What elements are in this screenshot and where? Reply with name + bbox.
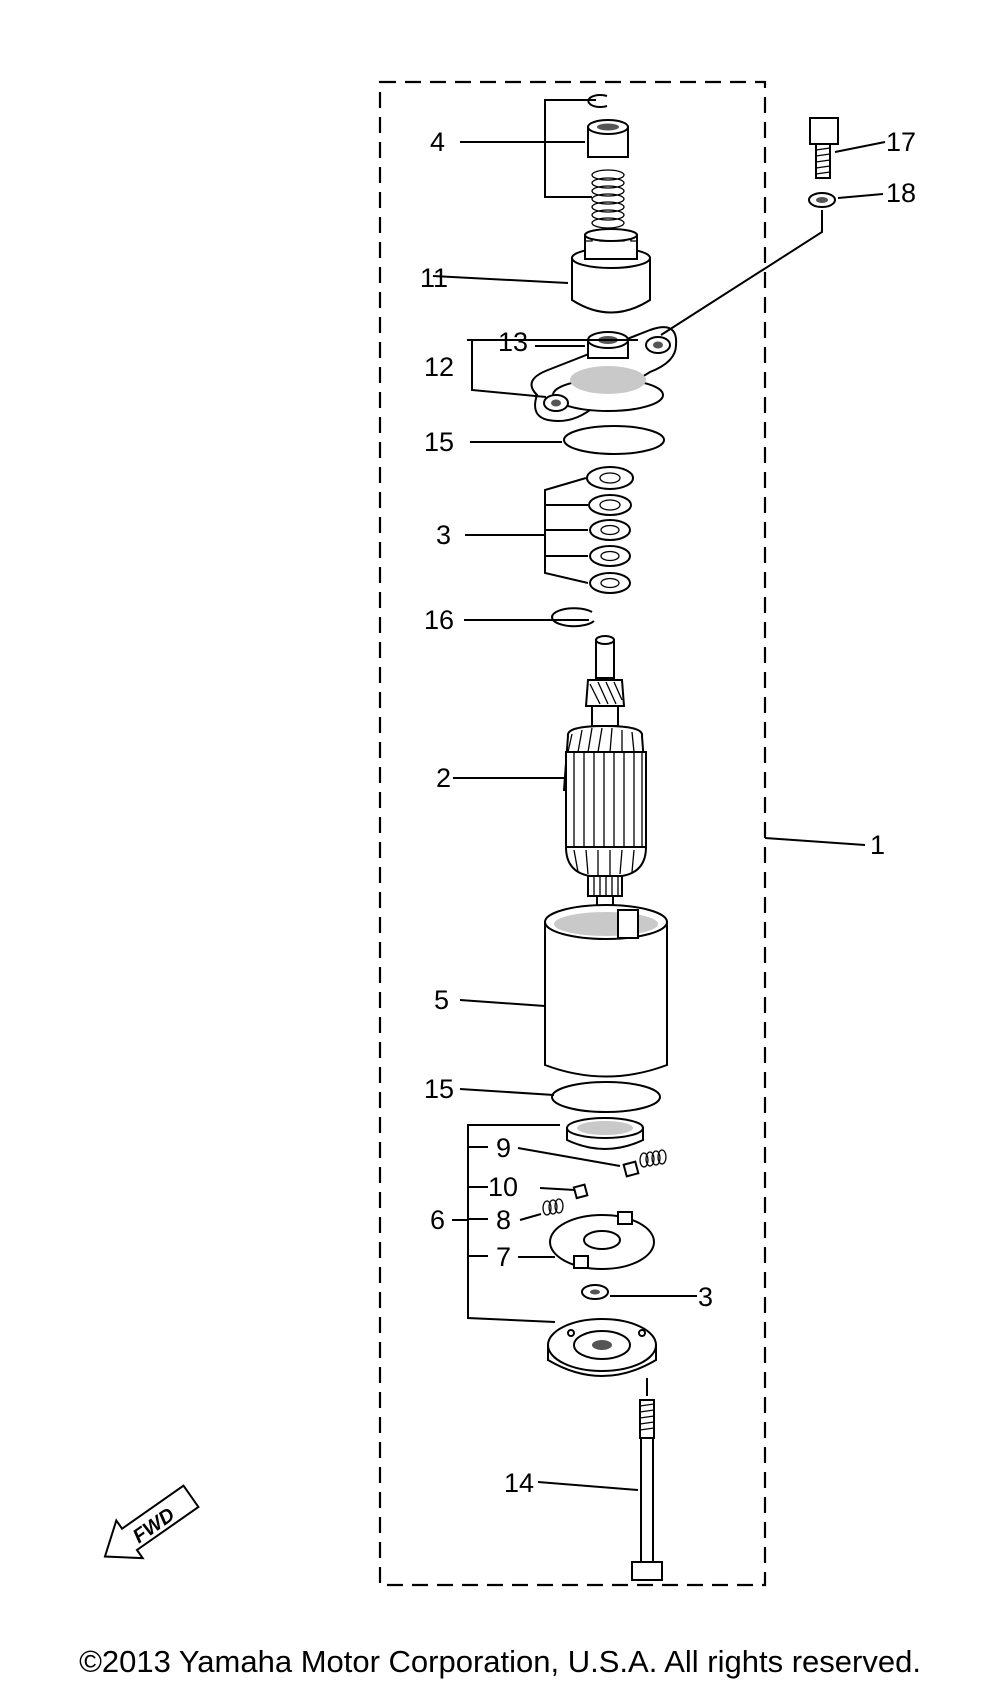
yoke-housing: [544, 904, 668, 1078]
through-bolt: [631, 1378, 663, 1581]
label-part-3-upper: 3: [436, 520, 451, 550]
label-part-11: 11: [420, 263, 448, 293]
pinion-gear: [571, 228, 651, 314]
label-part-3-lower: 3: [698, 1282, 713, 1312]
fwd-direction-arrow: FWD: [103, 1484, 200, 1560]
brush-spring-small: [542, 1198, 564, 1216]
label-part-8: 8: [496, 1205, 511, 1235]
o-ring-upper: [563, 425, 665, 455]
brush-small: [572, 1183, 589, 1200]
label-part-5: 5: [434, 985, 449, 1015]
label-part-16: 16: [424, 605, 454, 635]
label-part-10: 10: [488, 1172, 518, 1202]
label-part-15-lower: 15: [424, 1074, 454, 1104]
brush-spring: [639, 1149, 667, 1168]
thrust-washers: [586, 466, 634, 594]
bracket-bushing: [587, 331, 629, 359]
o-ring-lower: [551, 1081, 661, 1113]
label-part-4: 4: [430, 127, 445, 157]
mounting-washer: [808, 192, 836, 208]
label-part-14: 14: [504, 1468, 534, 1498]
front-bracket: [530, 326, 678, 422]
rear-cover: [547, 1318, 657, 1377]
label-part-17: 17: [886, 127, 916, 157]
label-part-12: 12: [424, 352, 454, 382]
commutator-end-cover: [566, 1117, 644, 1150]
pinion-spring: [591, 169, 625, 229]
brush: [622, 1160, 640, 1178]
label-part-1: 1: [870, 830, 885, 860]
mounting-bolt: [809, 117, 839, 179]
circlip: [551, 607, 595, 628]
label-part-9: 9: [496, 1133, 511, 1163]
label-part-7: 7: [496, 1242, 511, 1272]
washer-rear: [581, 1284, 609, 1300]
label-part-15-upper: 15: [424, 427, 454, 457]
label-part-13: 13: [498, 327, 528, 357]
armature: [562, 635, 648, 909]
stopper-collar: [587, 119, 629, 158]
copyright-notice: ©2013 Yamaha Motor Corporation, U.S.A. A…: [79, 1644, 921, 1679]
brush-holder-plate: [549, 1211, 655, 1270]
label-part-6: 6: [430, 1205, 445, 1235]
assembly-outline: [378, 80, 767, 1587]
label-part-18: 18: [886, 178, 916, 208]
label-part-2: 2: [436, 763, 451, 793]
